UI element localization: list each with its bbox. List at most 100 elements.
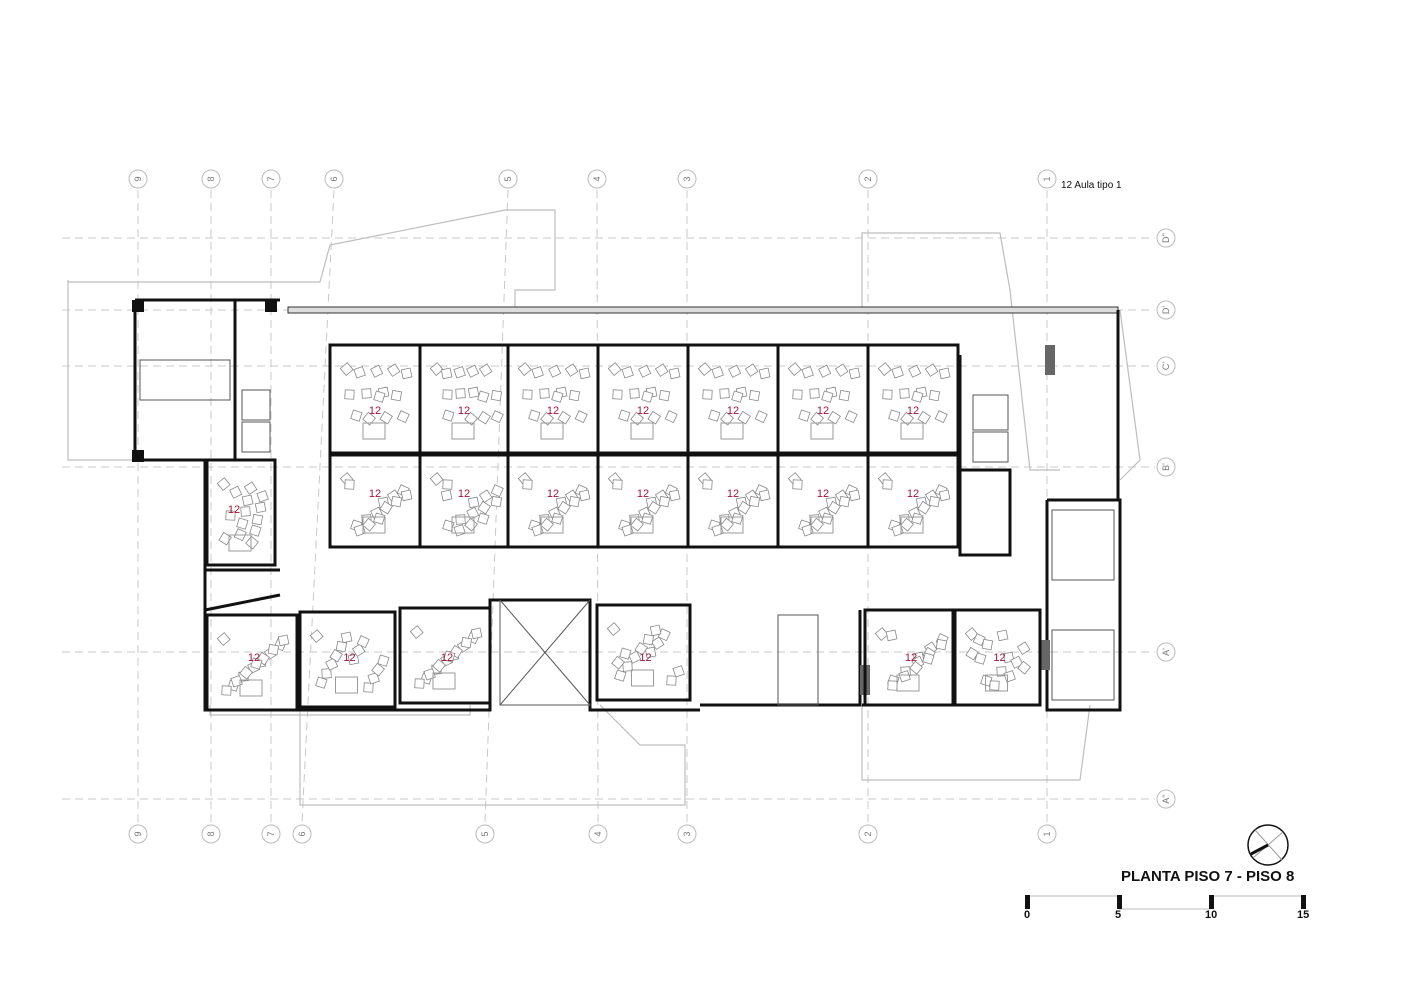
chair-icon xyxy=(965,646,979,661)
chair-icon xyxy=(564,363,579,377)
room-number: 12 xyxy=(228,504,240,516)
classroom: 12 xyxy=(506,453,600,549)
chair-icon xyxy=(578,367,591,380)
chair-icon xyxy=(754,410,768,424)
classroom: 12 xyxy=(595,603,692,702)
north-arrow xyxy=(1247,824,1289,866)
chair-icon xyxy=(702,479,713,490)
chair-icon xyxy=(974,652,987,665)
chair-icon xyxy=(531,524,544,537)
chair-icon xyxy=(251,513,264,526)
chair-icon xyxy=(981,638,994,651)
room-number: 12 xyxy=(458,488,470,500)
room-number: 12 xyxy=(637,488,649,500)
legend-aula-tipo: 12 Aula tipo 1 xyxy=(1061,180,1122,191)
chair-icon xyxy=(630,517,644,532)
room-number: 12 xyxy=(441,652,453,664)
room-wall xyxy=(866,453,960,549)
chair-icon xyxy=(900,517,914,532)
axis-bubble-bottom: 9 xyxy=(128,824,148,844)
axis-label: 7 xyxy=(266,831,276,836)
chair-icon xyxy=(442,409,455,422)
chair-icon xyxy=(477,500,491,515)
chair-icon xyxy=(664,410,678,424)
chair-icon xyxy=(644,646,657,659)
chair-icon xyxy=(697,362,712,376)
axis-bubble-top: 3 xyxy=(677,169,697,189)
chair-icon xyxy=(630,411,644,426)
chair-icon xyxy=(612,479,623,490)
chair-icon xyxy=(1017,660,1031,675)
chair-icon xyxy=(241,494,254,507)
chair-icon xyxy=(629,388,640,399)
chair-icon xyxy=(848,367,861,380)
axis-bubble-bottom: 6 xyxy=(292,824,312,844)
axis-bubble-right: C' xyxy=(1156,356,1176,376)
scale-label-10: 10 xyxy=(1205,909,1218,921)
chair-icon xyxy=(551,390,564,403)
room-wall xyxy=(866,343,960,455)
chair-icon xyxy=(277,634,290,647)
chair-icon xyxy=(568,389,581,402)
room-number: 12 xyxy=(369,405,381,417)
axis-bubble-top: 5 xyxy=(498,169,518,189)
classroom: 12 xyxy=(686,453,780,549)
axis-bubble-bottom: 8 xyxy=(201,824,221,844)
chair-icon xyxy=(517,362,532,376)
chair-icon xyxy=(548,364,562,378)
chair-icon xyxy=(453,366,466,379)
chair-icon xyxy=(574,410,588,424)
plan-title: PLANTA PISO 7 - PISO 8 xyxy=(1121,868,1295,885)
classroom: 12 xyxy=(398,606,492,705)
chair-icon xyxy=(792,389,803,400)
room-number: 12 xyxy=(727,405,739,417)
chair-icon xyxy=(379,410,393,425)
desk xyxy=(896,674,920,692)
chair-icon xyxy=(821,390,834,403)
scale-label-0: 0 xyxy=(1024,909,1031,921)
chair-icon xyxy=(666,675,677,686)
room-number: 12 xyxy=(343,652,355,664)
chair-icon xyxy=(245,535,259,550)
chair-icon xyxy=(720,517,734,532)
chair-icon xyxy=(329,648,343,663)
chair-icon xyxy=(612,389,623,400)
chair-icon xyxy=(668,489,681,502)
chair-icon xyxy=(758,489,771,502)
chair-icon xyxy=(455,388,466,399)
chair-icon xyxy=(621,524,634,537)
chair-icon xyxy=(325,657,339,671)
room-number: 12 xyxy=(817,488,829,500)
desk xyxy=(630,516,654,534)
classroom: 12 xyxy=(205,613,299,712)
axis-bubble-bottom: 1 xyxy=(1037,824,1057,844)
chair-icon xyxy=(490,389,503,402)
chair-icon xyxy=(1016,641,1031,655)
room-wall xyxy=(298,610,397,709)
chair-icon xyxy=(467,386,480,399)
chair-icon xyxy=(414,678,425,689)
chair-icon xyxy=(928,495,941,508)
chair-icon xyxy=(370,364,384,378)
axis-bubble-top: 6 xyxy=(324,169,344,189)
classroom: 12 xyxy=(418,343,510,455)
chair-icon xyxy=(467,496,480,509)
chair-icon xyxy=(353,524,366,537)
chair-icon xyxy=(938,489,951,502)
chair-icon xyxy=(1003,670,1016,683)
chair-icon xyxy=(731,390,744,403)
chair-icon xyxy=(256,490,269,503)
chair-icon xyxy=(490,484,504,498)
chair-icon xyxy=(810,517,824,532)
chair-icon xyxy=(321,668,332,679)
axis-label: 5 xyxy=(503,176,513,181)
chair-icon xyxy=(649,624,662,637)
desk xyxy=(239,679,263,697)
chair-icon xyxy=(522,479,533,490)
chair-icon xyxy=(809,388,820,399)
desk xyxy=(810,516,834,534)
room-wall xyxy=(205,458,277,567)
desk xyxy=(631,669,654,687)
axis-label: 7 xyxy=(266,176,276,181)
classroom: 12 xyxy=(776,453,870,549)
